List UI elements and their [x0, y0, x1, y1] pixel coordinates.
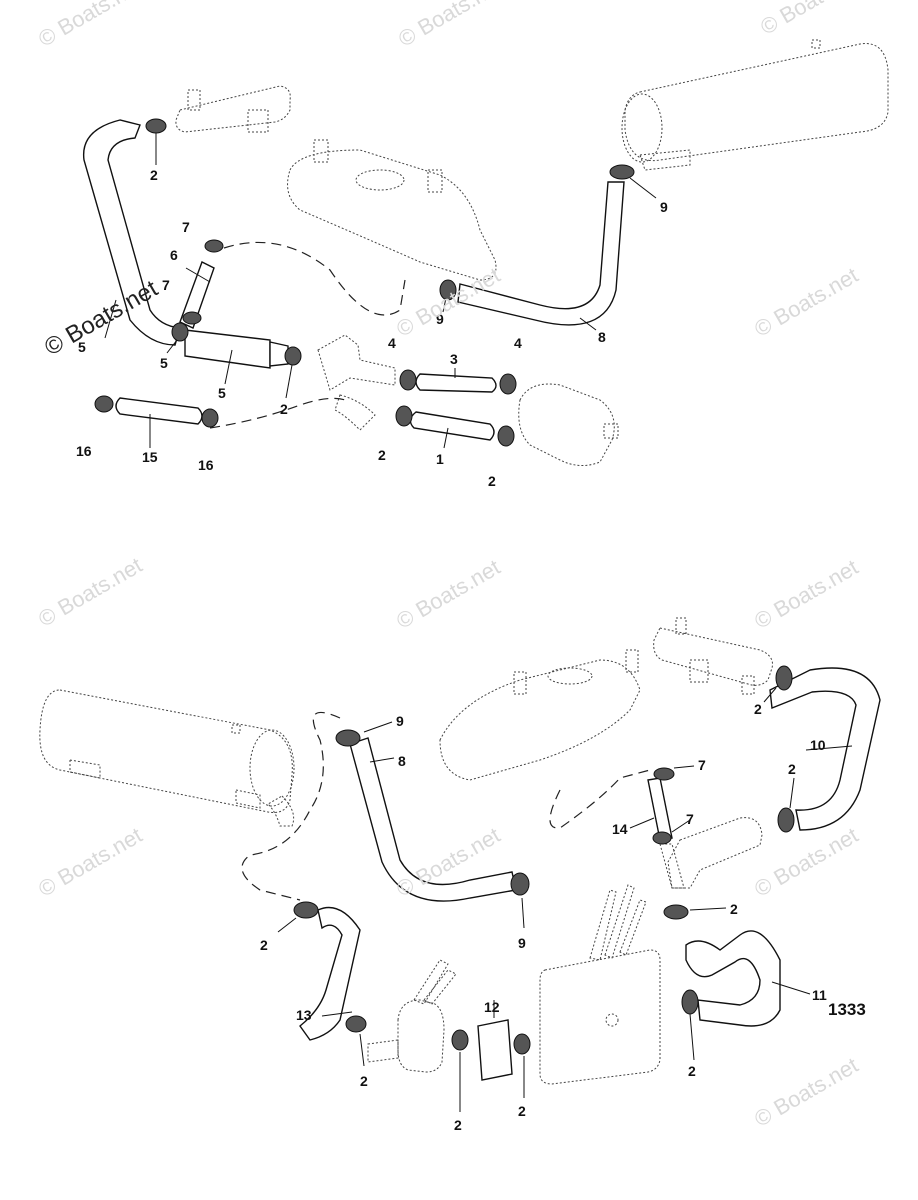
- hose-5-end: [269, 341, 289, 367]
- callout-6: 6: [170, 247, 178, 263]
- callout-15: 15: [142, 449, 158, 465]
- hose-1: [409, 411, 495, 441]
- callout-9: 9: [518, 935, 526, 951]
- thermostat-housing-bottom: [653, 617, 773, 695]
- exhaust-manifold-top: [287, 139, 497, 281]
- callout-2: 2: [688, 1063, 696, 1079]
- callout-2: 2: [488, 473, 496, 489]
- hose-6: [179, 261, 215, 329]
- callout-2: 2: [260, 937, 268, 953]
- callout-9: 9: [660, 199, 668, 215]
- hose-11: [685, 930, 781, 1027]
- callout-2: 2: [730, 901, 738, 917]
- dashed-route-14: [549, 769, 651, 829]
- callout-8: 8: [598, 329, 606, 345]
- dashed-route-6: [223, 241, 406, 316]
- callout-14: 14: [612, 821, 628, 837]
- callout-16: 16: [76, 443, 92, 459]
- callout-7: 7: [182, 219, 190, 235]
- callout-2: 2: [280, 401, 288, 417]
- leader-lines-top: [104, 133, 657, 449]
- hose-3: [415, 373, 497, 393]
- callout-4: 4: [388, 335, 396, 351]
- figure-number: 1333: [828, 1000, 866, 1019]
- heat-exchanger-bottom: [39, 689, 295, 827]
- hose-13: [299, 906, 361, 1041]
- callout-2: 2: [378, 447, 386, 463]
- thermostat-housing-top: [175, 85, 291, 133]
- callout-10: 10: [810, 737, 826, 753]
- callout-2: 2: [754, 701, 762, 717]
- exhaust-manifold-bottom: [439, 649, 641, 781]
- callout-9: 9: [396, 713, 404, 729]
- callout-11: 11: [812, 987, 827, 1003]
- water-pump-bottom: [367, 959, 457, 1073]
- hose-8: [457, 181, 625, 326]
- callout-2: 2: [150, 167, 158, 183]
- callout-2: 2: [518, 1103, 526, 1119]
- hose-5-elbow: [82, 119, 181, 346]
- callout-2: 2: [360, 1073, 368, 1089]
- tee-fitting-top: [317, 334, 396, 431]
- callout-3: 3: [450, 351, 458, 367]
- callout-16: 16: [198, 457, 214, 473]
- tee-fitting-bottom: [659, 817, 763, 889]
- callout-7: 7: [698, 757, 706, 773]
- hose-5-straight: [184, 329, 271, 369]
- callout-8: 8: [398, 753, 406, 769]
- leader-lines-bottom: [277, 687, 853, 1112]
- dashed-route-15: [209, 397, 346, 429]
- callout-9: 9: [436, 311, 444, 327]
- hose-14: [647, 777, 673, 841]
- heat-exchanger-top: [621, 39, 889, 171]
- callout-5: 5: [78, 339, 86, 355]
- dashed-route-13: [241, 711, 341, 901]
- callout-4: 4: [514, 335, 522, 351]
- callout-12: 12: [484, 999, 500, 1015]
- hose-clamps-top: [94, 118, 635, 447]
- callout-13: 13: [296, 1007, 312, 1023]
- hose-clamps-bottom: [293, 665, 795, 1055]
- hose-10: [769, 667, 881, 831]
- callout-2: 2: [788, 761, 796, 777]
- hose-12: [477, 1019, 513, 1081]
- callout-5: 5: [218, 385, 226, 401]
- callout-1: 1: [436, 451, 444, 467]
- sea-water-pump: [518, 383, 619, 466]
- callout-7: 7: [686, 811, 694, 827]
- hose-15: [115, 397, 203, 425]
- callout-7: 7: [162, 277, 170, 293]
- callout-5: 5: [160, 355, 168, 371]
- cooler-module: [539, 884, 661, 1085]
- callout-2: 2: [454, 1117, 462, 1133]
